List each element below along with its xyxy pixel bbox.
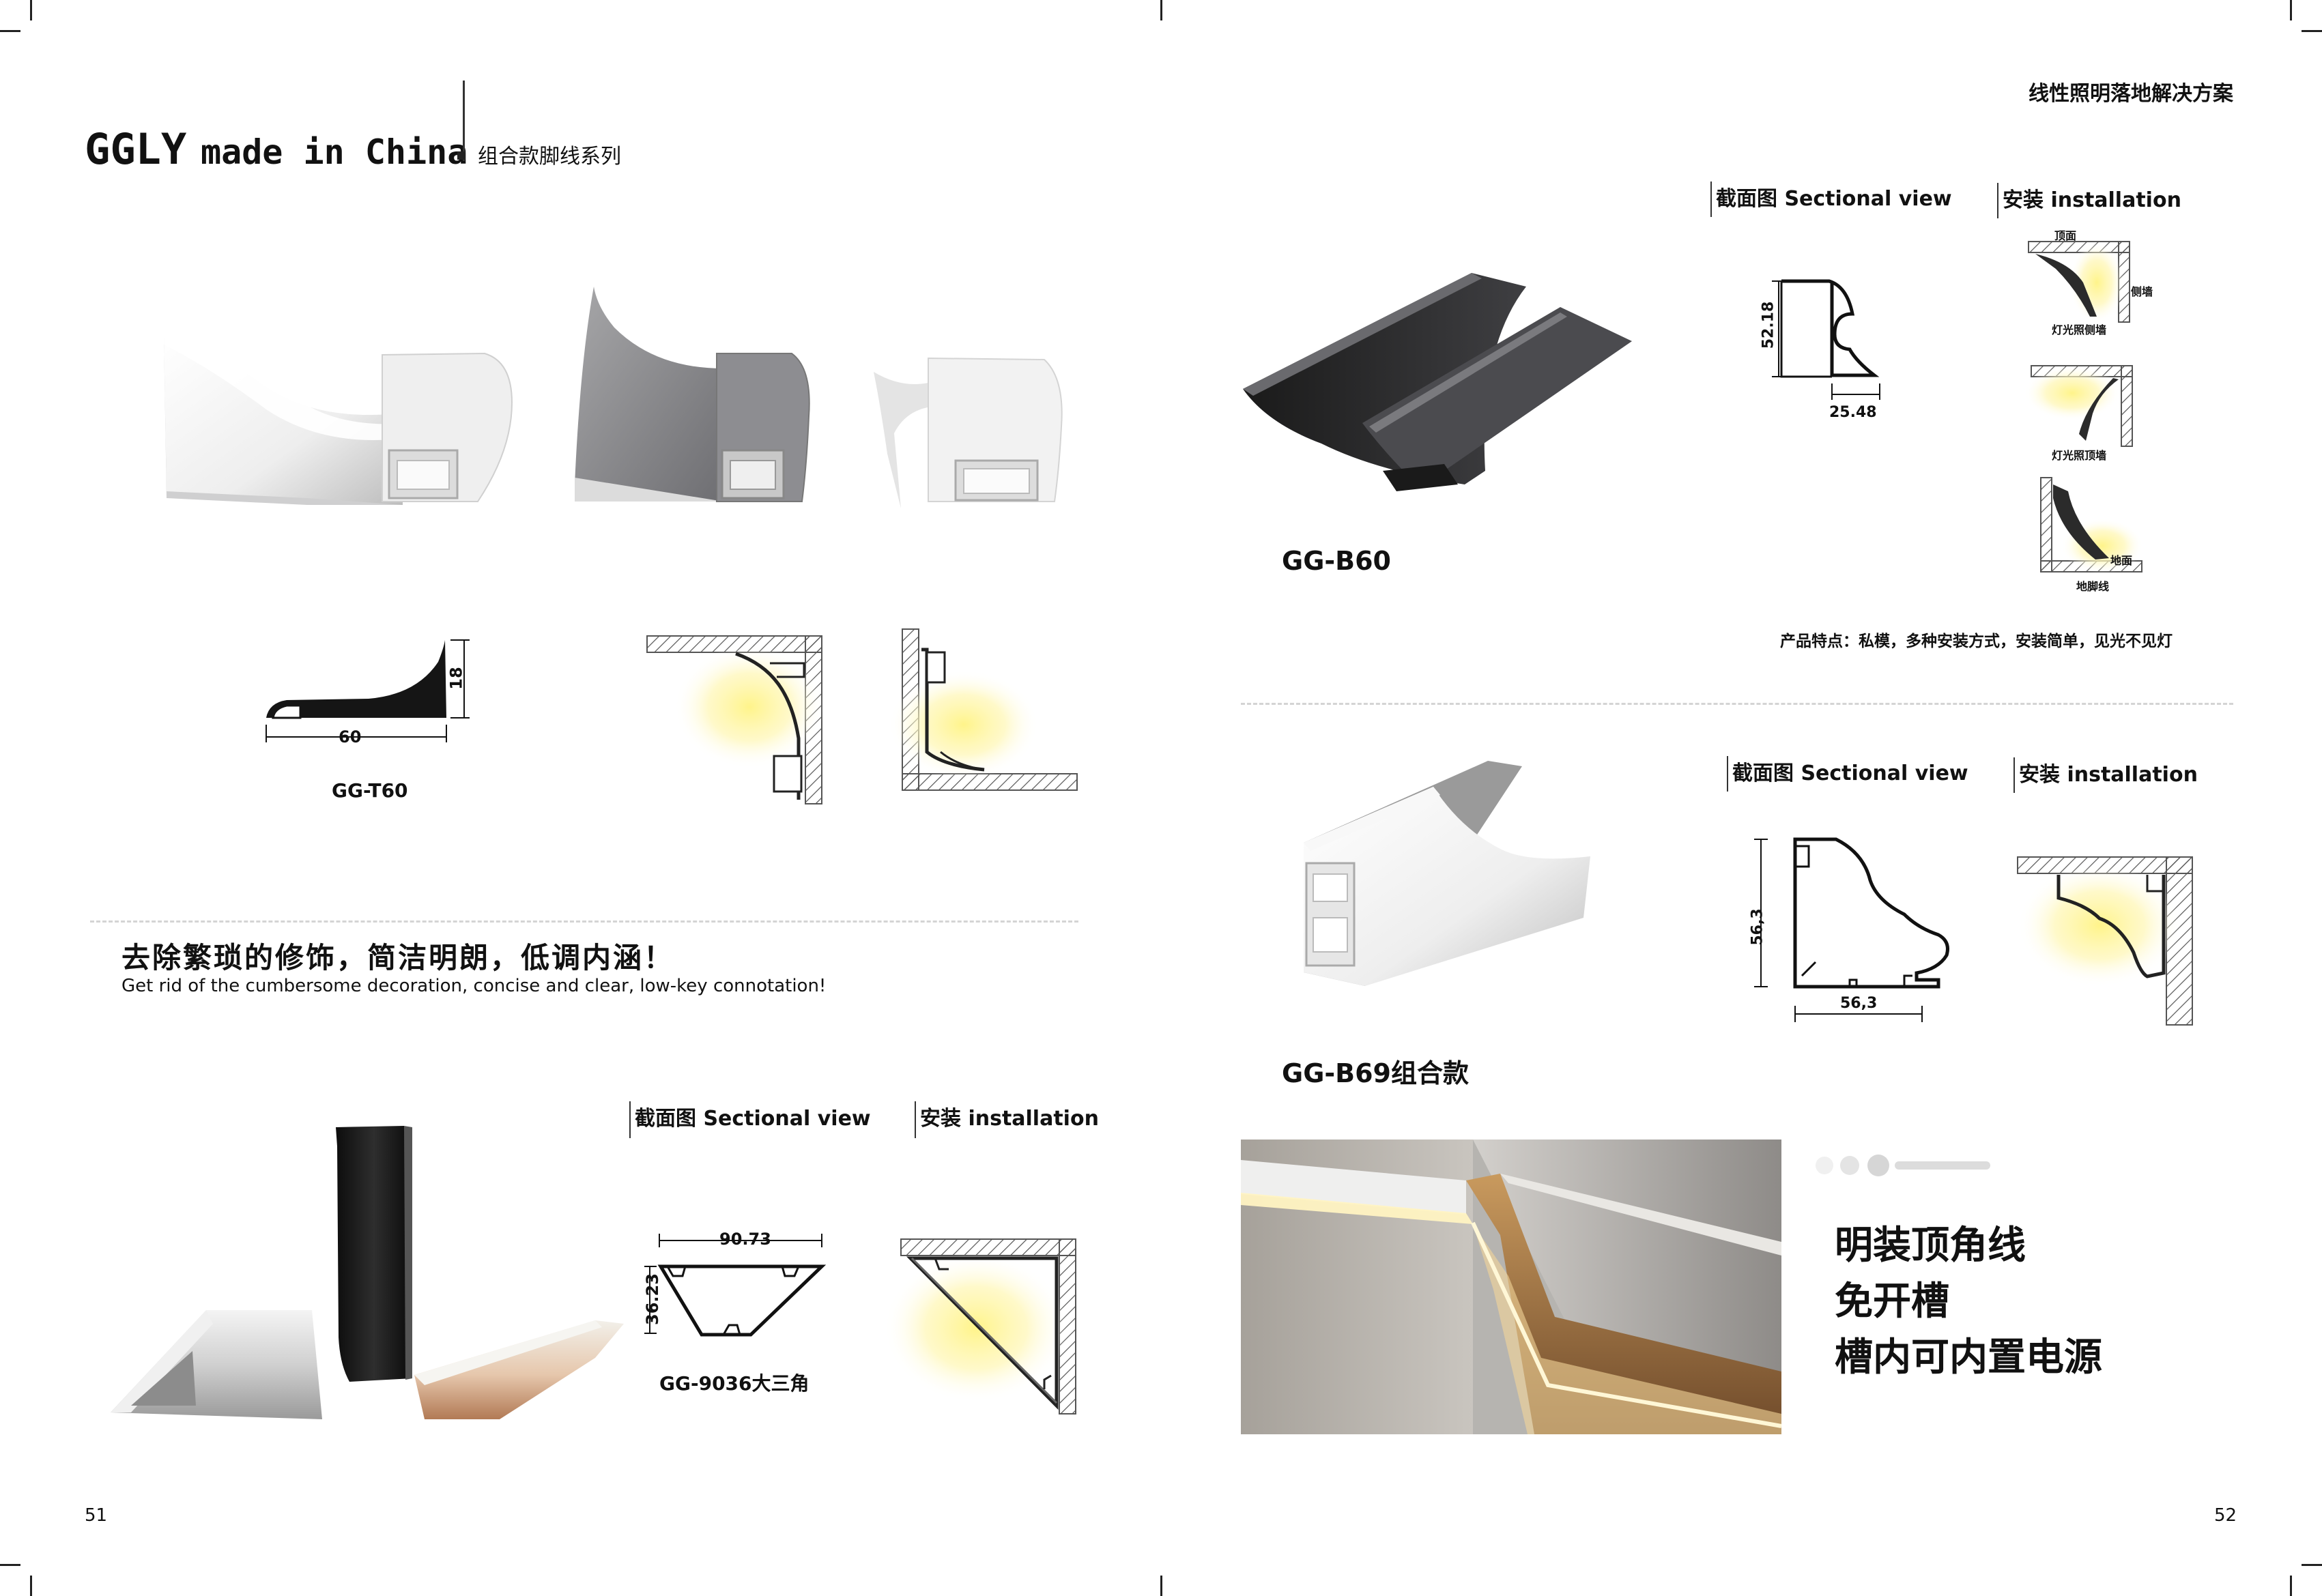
slogan-en: Get rid of the cumbersome decoration, co… [121,976,827,996]
product-code-9036: GG-9036大三角 [659,1372,809,1395]
dim-width-t60: 60 [339,727,362,746]
installation-drawing-b60-3 [2040,477,2143,573]
sectional-view-label-b69: 截面图 Sectional view [1732,761,1968,785]
lifestyle-photo [1241,1140,1782,1434]
product-photo-9036 [111,1126,624,1419]
crop-mark [2290,0,2292,20]
promo-dot [1840,1156,1859,1175]
promo-dot [1816,1157,1833,1174]
dim-height-t60: 18 [446,667,466,690]
label-bar [2013,757,2015,793]
product-photo-white-t60 [164,334,513,505]
install-label-floor: 地面 [2110,554,2133,567]
crop-mark [2302,30,2322,32]
product-code-b69: GG-B69组合款 [1282,1058,1469,1088]
sectional-drawing-b69 [1754,837,1949,1022]
sectional-drawing-9036 [644,1234,827,1337]
label-bar [629,1101,631,1138]
install-caption-1: 灯光照侧墙 [2052,323,2107,336]
product-photo-grey-t60 [575,287,810,502]
series-name: 组合款脚线系列 [478,145,621,169]
brand-logo: GGLY [85,124,187,174]
dim-height-b69: 56,3 [1749,908,1766,946]
sectional-view-label-b60: 截面图 Sectional view [1716,187,1952,211]
installation-label-b60: 安装 installation [2003,188,2181,212]
promo-bar [1895,1161,1990,1170]
section-divider [90,920,1078,923]
sectional-view-label: 截面图 Sectional view [635,1107,871,1131]
dim-height-9036: 36.23 [642,1273,662,1325]
product-photo-b60 [1243,273,1632,491]
install-label-side: 侧墙 [2131,285,2153,298]
promo-line-3: 槽内可内置电源 [1835,1335,2102,1380]
label-bar [1997,183,1998,218]
crop-mark [30,0,32,20]
install-caption-3: 地脚线 [2076,580,2110,593]
label-bar [915,1101,916,1138]
installation-drawing-b69 [2017,856,2193,1026]
crop-mark [0,30,20,32]
page-header-title: 线性照明落地解决方案 [2029,82,2233,106]
installation-drawing-b60-2 [2024,365,2133,447]
sectional-drawing-t60 [266,639,470,742]
page-number-left: 51 [85,1505,108,1526]
dim-width-b60: 25.48 [1829,404,1877,421]
dim-width-9036: 90.73 [719,1230,771,1249]
product-photo-small-t60 [874,357,1063,508]
dim-width-b69: 56,3 [1840,995,1878,1012]
promo-line-1: 明装顶角线 [1835,1223,2026,1268]
sectional-drawing-b60 [1772,279,1880,400]
installation-drawing-9036 [884,1238,1076,1414]
crop-mark [2302,1564,2322,1566]
installation-label: 安装 installation [920,1107,1099,1131]
page-number-right: 52 [2214,1505,2237,1526]
brand-tagline: made in China [201,132,468,172]
section-divider-right [1241,703,2233,705]
brand-divider [463,81,465,161]
product-code-t60: GG-T60 [332,779,408,802]
crop-mark [1160,1576,1162,1596]
installation-drawing-t60-floor [889,628,1078,791]
dim-height-b60: 52.18 [1760,301,1777,349]
install-label-top: 顶面 [2054,229,2077,242]
crop-mark [1160,0,1162,20]
crop-mark [30,1576,32,1596]
slogan-cn: 去除繁琐的修饰，简洁明朗，低调内涵！ [121,941,675,974]
product-photo-b69 [1304,761,1590,986]
promo-line-2: 免开槽 [1835,1279,1949,1324]
install-caption-2: 灯光照顶墙 [2052,449,2107,462]
brand-dot [457,151,465,160]
installation-drawing-t60-ceiling [646,635,825,804]
crop-mark [0,1564,20,1566]
label-bar [1727,756,1728,792]
label-bar [1710,182,1712,217]
promo-dot [1867,1155,1889,1176]
product-features-b60: 产品特点：私模，多种安装方式，安装简单，见光不见灯 [1780,633,2173,650]
crop-mark [2290,1576,2292,1596]
installation-label-b69: 安装 installation [2019,763,2198,787]
installation-drawing-b60-1 [2028,241,2130,323]
product-code-b60: GG-B60 [1282,546,1391,576]
